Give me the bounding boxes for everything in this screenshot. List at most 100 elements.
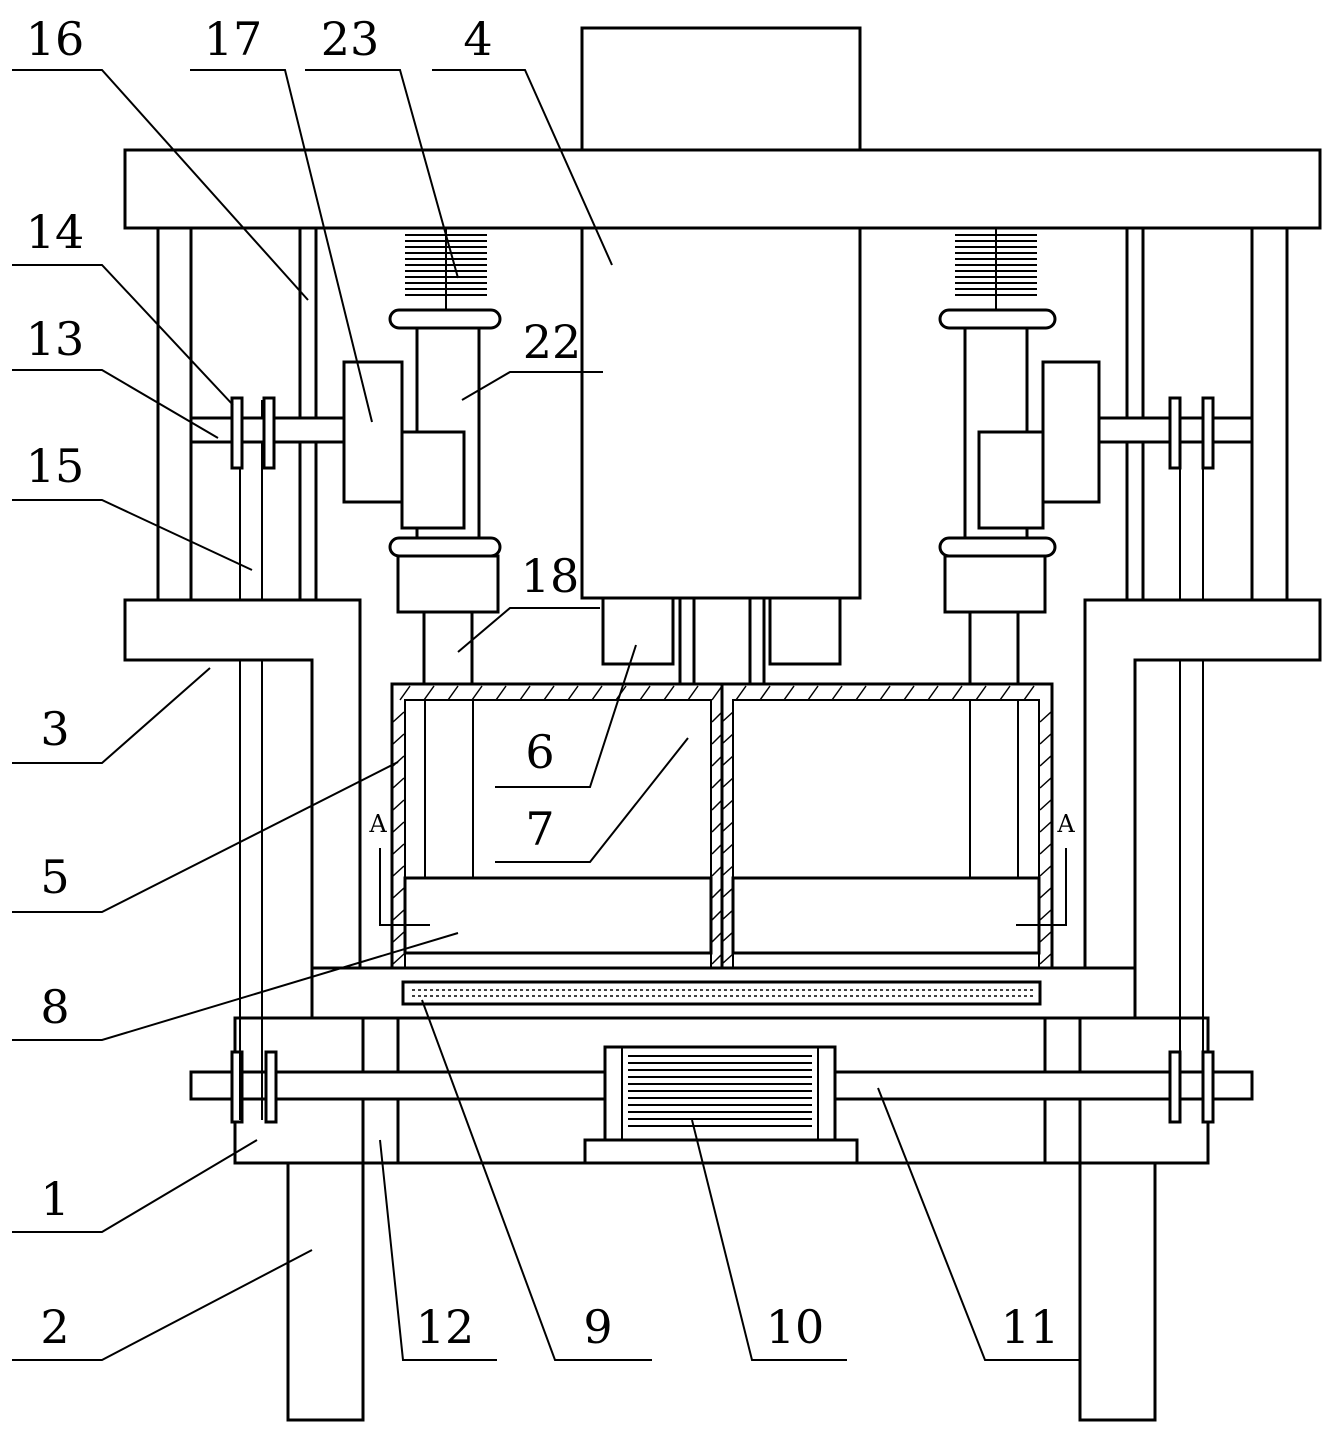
- hatch-mark: [471, 685, 483, 701]
- hatch-mark: [392, 733, 405, 745]
- hatch-mark: [783, 685, 795, 701]
- hatch-mark: [1023, 685, 1035, 701]
- top-plate: [123, 148, 1322, 230]
- leader-12: [379, 1139, 497, 1361]
- hatch-mark: [721, 755, 734, 767]
- push-rod-right: [968, 610, 1020, 686]
- cam-17-right: [1041, 360, 1101, 504]
- leader-14: [12, 264, 234, 406]
- hatch-mark: [1039, 909, 1052, 921]
- hatch-mark: [495, 685, 507, 701]
- callout-13: 13: [26, 312, 85, 366]
- callout-6: 6: [525, 725, 554, 779]
- hatch-mark: [951, 685, 963, 701]
- hatch-mark: [543, 685, 555, 701]
- section-mark-right-line: [1016, 848, 1067, 926]
- leg-right: [1078, 1161, 1157, 1422]
- hatch-mark: [392, 711, 405, 723]
- callout-3: 3: [40, 702, 69, 756]
- hatch-mark: [1039, 777, 1052, 789]
- box-inner-left: [404, 699, 712, 969]
- hatch-mark: [392, 799, 405, 811]
- callout-4: 4: [463, 12, 492, 66]
- tray-9: [401, 980, 1042, 1006]
- hatch-mark: [721, 799, 734, 811]
- cam-block-right: [977, 430, 1045, 530]
- hatch-mark: [423, 685, 435, 701]
- hatch-mark: [1039, 821, 1052, 833]
- cam-17-left: [342, 360, 404, 504]
- hatch-mark: [831, 685, 843, 701]
- leader-16: [12, 69, 309, 301]
- hatch-mark: [687, 685, 699, 701]
- callout-10: 10: [766, 1300, 825, 1354]
- hatch-mark: [855, 685, 867, 701]
- spring-cap-left: [388, 308, 502, 330]
- hatch-mark: [1039, 931, 1052, 943]
- section-mark-left: A: [368, 810, 387, 838]
- hatch-mark: [711, 821, 723, 833]
- spring-right: [955, 228, 1037, 310]
- hatch-mark: [663, 685, 675, 701]
- hatch-mark: [399, 685, 411, 701]
- leader-7: [495, 737, 689, 863]
- section-mark-left-line: [379, 848, 430, 926]
- hatch-mark: [1039, 843, 1052, 855]
- leader-13: [12, 369, 219, 439]
- upper-pulley-right-b: [1201, 396, 1215, 470]
- callout-11: 11: [1001, 1300, 1060, 1354]
- hatch-mark: [447, 685, 459, 701]
- hatch-mark: [392, 887, 405, 899]
- hatch-mark: [711, 865, 723, 877]
- hatch-mark: [711, 843, 723, 855]
- leader-lines: [12, 69, 1080, 1361]
- hatch-mark: [721, 821, 734, 833]
- hatch-mark: [711, 733, 723, 745]
- hatch-mark: [1039, 755, 1052, 767]
- hatch-mark: [721, 865, 734, 877]
- hatch-mark: [1039, 711, 1052, 723]
- callout-labels: 16 17 23 4 14 13 22 15 18 3 6 7 5 8 1 2 …: [26, 12, 1060, 1354]
- callout-14: 14: [26, 205, 85, 259]
- motor-fins: [628, 1055, 812, 1127]
- main-housing: [580, 226, 862, 600]
- hatch-mark: [392, 909, 405, 921]
- hatch-mark: [721, 711, 734, 723]
- lower-pulley-left-b: [264, 1050, 278, 1124]
- leader-23: [305, 69, 459, 279]
- hatch-mark: [721, 887, 734, 899]
- hatch-mark: [567, 685, 579, 701]
- section-mark-right: A: [1056, 810, 1075, 838]
- leader-22: [461, 371, 603, 401]
- leader-6: [495, 644, 637, 788]
- callout-17: 17: [204, 12, 263, 66]
- hatch-mark: [711, 755, 723, 767]
- column-right-outer: [1250, 226, 1289, 602]
- hatch-mark: [903, 685, 915, 701]
- leader-15: [12, 499, 253, 571]
- hatch-mark: [392, 953, 405, 965]
- leader-8: [12, 932, 459, 1041]
- hatch-mark: [392, 931, 405, 943]
- hatch-mark: [1039, 799, 1052, 811]
- hatch-mark: [392, 843, 405, 855]
- leader-9: [421, 999, 652, 1361]
- leader-4: [432, 69, 613, 266]
- hatch-mark: [711, 711, 723, 723]
- callout-8: 8: [40, 980, 69, 1034]
- callout-5: 5: [40, 850, 69, 904]
- callout-9: 9: [583, 1300, 612, 1354]
- leader-17: [190, 69, 373, 423]
- hatch-mark: [879, 685, 891, 701]
- hatch-mark: [721, 953, 734, 965]
- spring-cap-right: [938, 308, 1057, 330]
- callout-16: 16: [26, 12, 85, 66]
- collar-right: [938, 536, 1057, 558]
- hatch-mark: [392, 777, 405, 789]
- motor-base: [583, 1138, 859, 1165]
- hatch-mark: [711, 909, 723, 921]
- leg-left: [286, 1161, 365, 1422]
- hatch-mark: [1039, 865, 1052, 877]
- hatch-mark: [721, 733, 734, 745]
- column-left-outer: [156, 226, 193, 602]
